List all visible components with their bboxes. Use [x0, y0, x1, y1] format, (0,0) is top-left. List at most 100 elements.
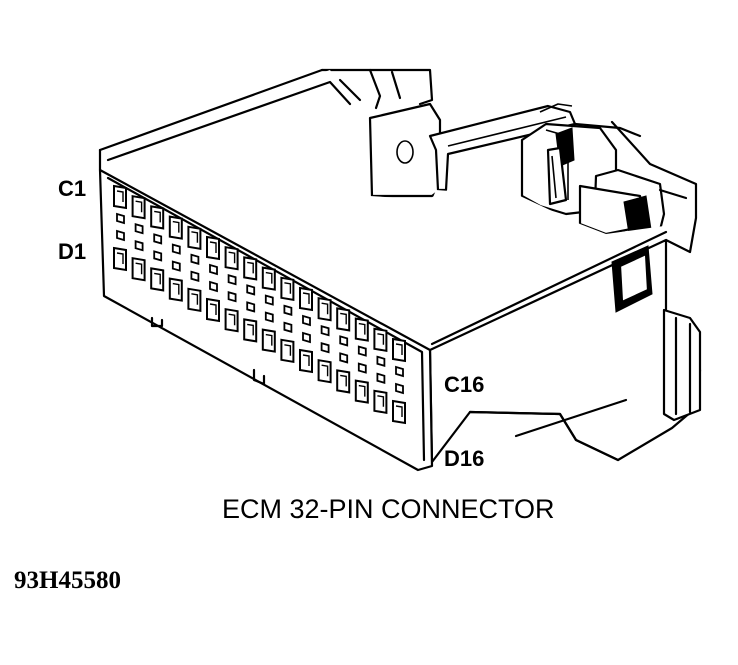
pin-cavity-d — [131, 257, 146, 282]
test-hole — [153, 233, 163, 245]
pin-cavity-c — [131, 195, 146, 220]
pin-cavity-slot — [265, 333, 273, 346]
pin-cavity-d — [243, 318, 258, 343]
pin-cavity-c — [317, 297, 332, 322]
diagram-caption: ECM 32-PIN CONNECTOR — [222, 494, 555, 524]
pin-cavity-slot — [395, 405, 403, 417]
pin-cavity-c — [373, 327, 388, 352]
connector-latch — [320, 68, 698, 254]
pin-cavity-c — [299, 286, 313, 312]
pin-cavity-slot — [135, 200, 143, 213]
test-hole — [116, 229, 125, 242]
pin-cavity-slot — [395, 343, 403, 355]
test-hole — [246, 284, 256, 296]
test-hole — [320, 325, 330, 337]
pin-cavity-slot — [191, 293, 199, 305]
pin-cavity-d — [280, 338, 295, 363]
pin-cavity-slot — [358, 384, 366, 397]
test-hole — [283, 321, 293, 333]
pin-cavity-slot — [191, 231, 199, 243]
pin-cavity-slot — [209, 303, 217, 315]
pin-cavity-slot — [228, 313, 236, 326]
test-hole — [246, 301, 256, 313]
test-hole — [302, 314, 311, 327]
pin-cavity-d — [224, 308, 239, 333]
pin-cavity-c — [392, 337, 406, 363]
test-hole — [264, 294, 274, 306]
pin-cavity-slot — [228, 251, 236, 264]
pin-cavity-c — [261, 266, 276, 291]
pin-cavity-slot — [377, 333, 385, 345]
test-hole — [283, 304, 293, 316]
pin-cavity-slot — [284, 344, 292, 356]
pin-cavity-c — [280, 276, 295, 301]
pin-cavity-slot — [302, 292, 310, 304]
pin-cavity-d — [354, 379, 369, 404]
pin-cavity-slot — [247, 261, 254, 274]
pin-cavity-slot — [154, 272, 161, 285]
pin-cavity-slot — [377, 395, 385, 407]
test-hole — [116, 212, 125, 225]
test-hole — [339, 335, 349, 347]
pin-cavity-slot — [116, 190, 124, 202]
label-d16: D16 — [444, 446, 484, 471]
pin-cavity-d — [206, 297, 220, 323]
pin-cavity-c — [243, 256, 258, 281]
test-hole — [171, 260, 181, 272]
test-hole — [320, 342, 330, 354]
pin-cavity-d — [317, 359, 332, 384]
test-hole — [264, 311, 274, 323]
pin-cavity-c — [187, 225, 202, 250]
pin-cavity-c — [206, 235, 220, 261]
label-c16: C16 — [444, 372, 484, 397]
pin-cavity-slot — [172, 282, 180, 295]
pin-cavity-c — [336, 307, 351, 332]
test-hole — [190, 253, 200, 265]
pin-cavity-c — [150, 205, 165, 230]
pin-cavity-slot — [247, 323, 254, 336]
test-hole — [395, 365, 404, 378]
pin-cavity-d — [187, 287, 202, 312]
pin-cavity-d — [113, 246, 127, 272]
test-hole — [227, 291, 237, 303]
test-hole — [190, 270, 200, 282]
pin-cavity-slot — [284, 282, 292, 294]
test-hole — [227, 274, 237, 286]
test-hole — [209, 263, 218, 276]
connector-body — [98, 68, 702, 472]
figure-id: 93H45580 — [14, 567, 121, 594]
pin-cavity-c — [113, 184, 127, 210]
label-c1: C1 — [58, 176, 86, 201]
pin-cavity-slot — [116, 252, 124, 264]
pin-cavities — [113, 184, 406, 425]
pin-cavity-slot — [209, 241, 217, 253]
test-hole — [376, 355, 386, 367]
pin-cavity-slot — [340, 374, 347, 387]
pin-cavity-d — [261, 328, 276, 353]
pin-cavity-slot — [321, 364, 329, 377]
pin-cavity-d — [392, 399, 406, 425]
pin-cavity-slot — [358, 322, 366, 335]
pin-cavity-slot — [321, 302, 329, 315]
pin-cavity-slot — [154, 210, 161, 223]
label-d1: D1 — [58, 239, 86, 264]
test-hole — [395, 382, 404, 395]
pin-cavity-d — [168, 277, 183, 302]
pin-cavity-slot — [265, 271, 273, 284]
pin-cavity-c — [224, 246, 239, 271]
pin-cavity-slot — [340, 312, 347, 325]
test-hole — [376, 372, 386, 384]
pin-cavity-d — [299, 348, 313, 374]
test-hole — [171, 243, 181, 255]
pin-cavity-d — [336, 369, 351, 394]
pin-cavity-c — [354, 317, 369, 342]
pin-cavity-c — [168, 215, 183, 240]
pin-cavity-slot — [172, 220, 180, 233]
pin-cavity-slot — [135, 262, 143, 275]
test-hole — [209, 280, 218, 293]
test-hole — [302, 331, 311, 344]
pin-cavity-slot — [302, 354, 310, 366]
test-hole — [339, 352, 349, 364]
pin-cavity-d — [373, 389, 388, 414]
